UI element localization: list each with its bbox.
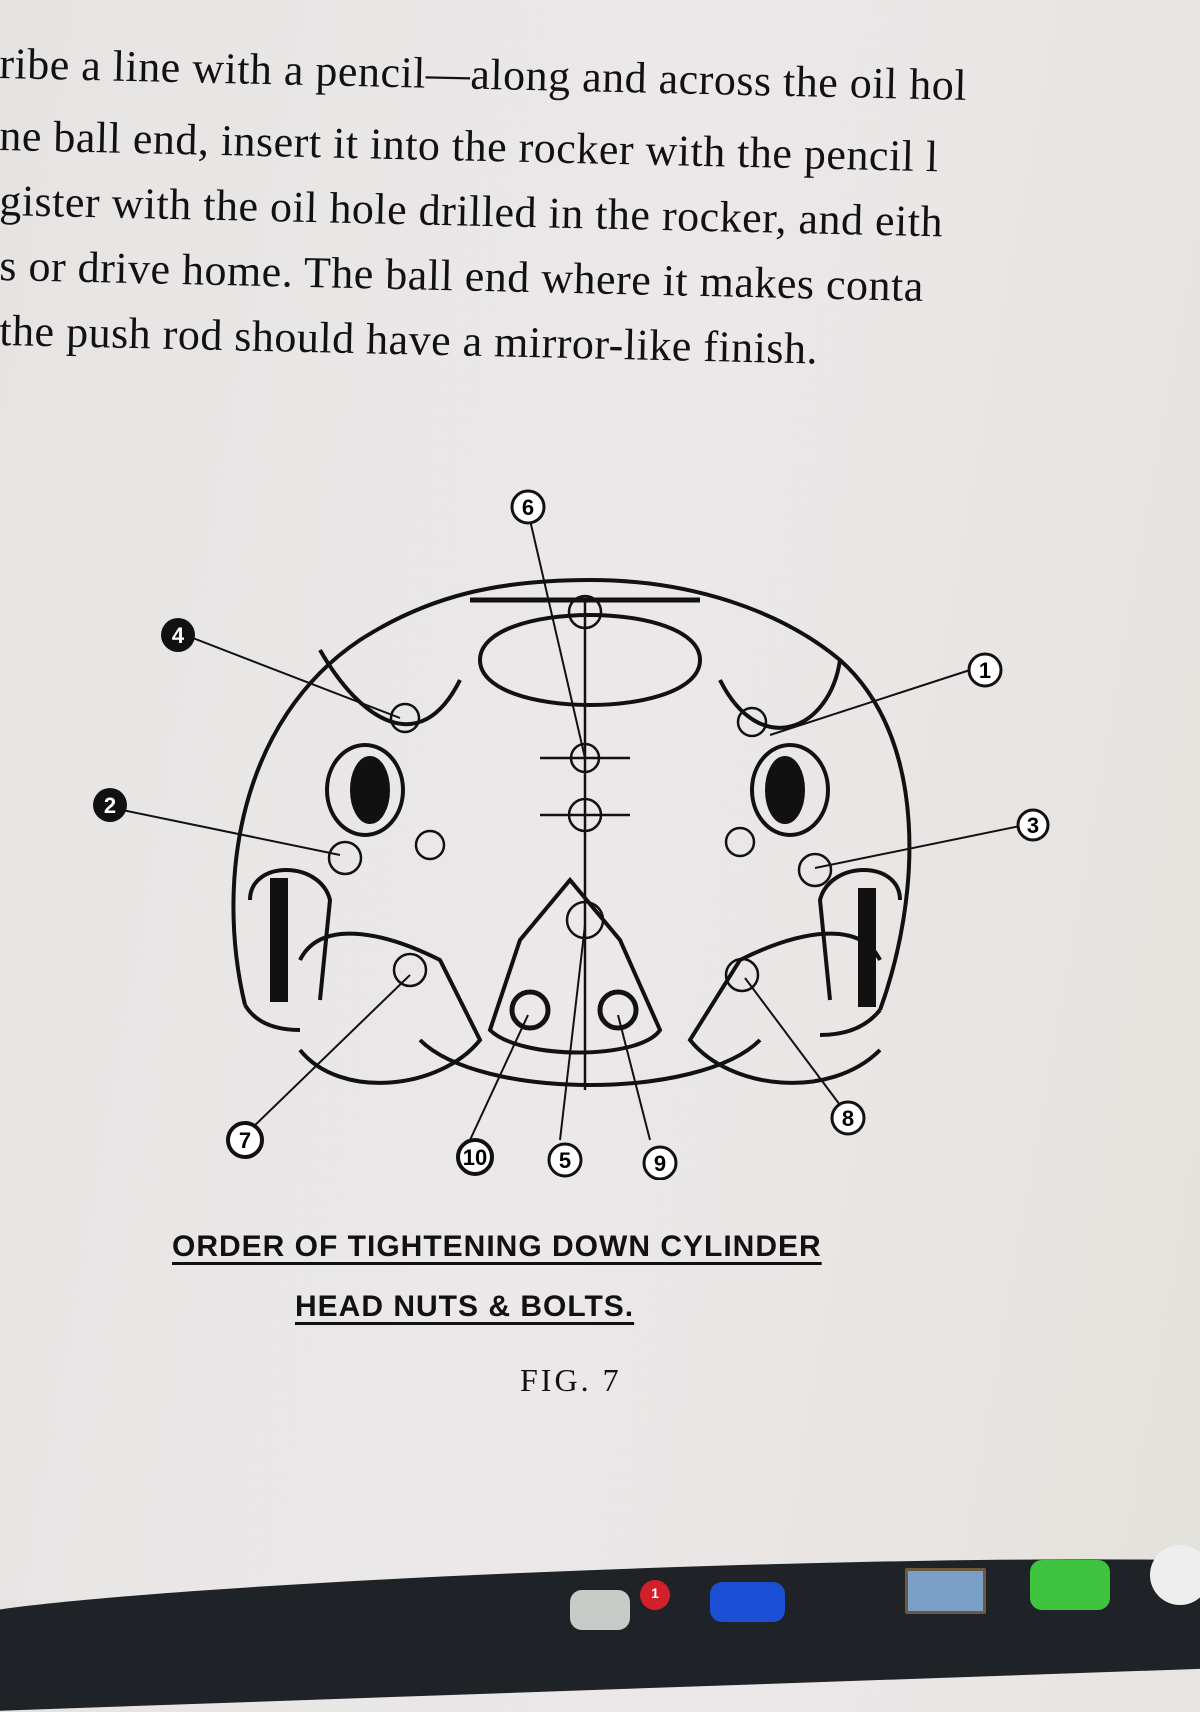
callout-10: 10: [456, 1138, 494, 1176]
callout-number: 9: [654, 1151, 666, 1176]
cylinder-head-diagram: 6 4 1 2 3 7 8 10 5 9: [93, 489, 1050, 1180]
text-line: ribe a line with a pencil—along and acro…: [0, 38, 968, 110]
callout-2: 2: [93, 788, 127, 822]
callout-8: 8: [830, 1100, 866, 1136]
callout-5: 5: [547, 1142, 583, 1178]
text-line: gister with the oil hole drilled in the …: [0, 175, 944, 247]
callout-number: 7: [239, 1128, 251, 1153]
callout-number: 10: [463, 1145, 487, 1170]
text-line: the push rod should have a mirror-like f…: [0, 305, 819, 374]
callout-number: 1: [979, 658, 991, 683]
figure-caption-line-1: ORDER OF TIGHTENING DOWN CYLINDER: [172, 1230, 822, 1263]
callout-number: 4: [172, 623, 185, 648]
callout-6: 6: [510, 489, 546, 525]
dock-app-icon[interactable]: [570, 1590, 630, 1630]
callout-number: 3: [1027, 813, 1039, 838]
figure-label: FIG. 7: [520, 1362, 622, 1398]
head-outline: [231, 577, 912, 1011]
text-line: ne ball end, insert it into the rocker w…: [0, 110, 940, 182]
callout-number: 6: [522, 495, 534, 520]
valve-chamber: [477, 613, 703, 707]
dock-app-icon[interactable]: [1030, 1560, 1110, 1610]
callout-number: 2: [104, 793, 116, 818]
callout-1: 1: [967, 652, 1003, 688]
dock-app-icon[interactable]: [905, 1568, 986, 1614]
dock-app-icon[interactable]: [1150, 1545, 1200, 1605]
figure-caption-line-2: HEAD NUTS & BOLTS.: [295, 1290, 635, 1323]
callout-3: 3: [1016, 808, 1050, 842]
callout-number: 5: [559, 1148, 571, 1173]
bolt-positions: [327, 594, 833, 1090]
callout-4: 4: [161, 618, 195, 652]
callout-7: 7: [226, 1121, 264, 1159]
callout-number: 8: [842, 1106, 854, 1131]
callout-labels: 6 4 1 2 3 7 8 10 5 9: [93, 489, 1050, 1180]
callout-9: 9: [642, 1145, 678, 1180]
leader-lines: [121, 519, 1026, 1141]
dock-app-icon[interactable]: [710, 1582, 785, 1622]
notification-badge: 1: [640, 1580, 670, 1610]
text-line: s or drive home. The ball end where it m…: [0, 240, 925, 311]
